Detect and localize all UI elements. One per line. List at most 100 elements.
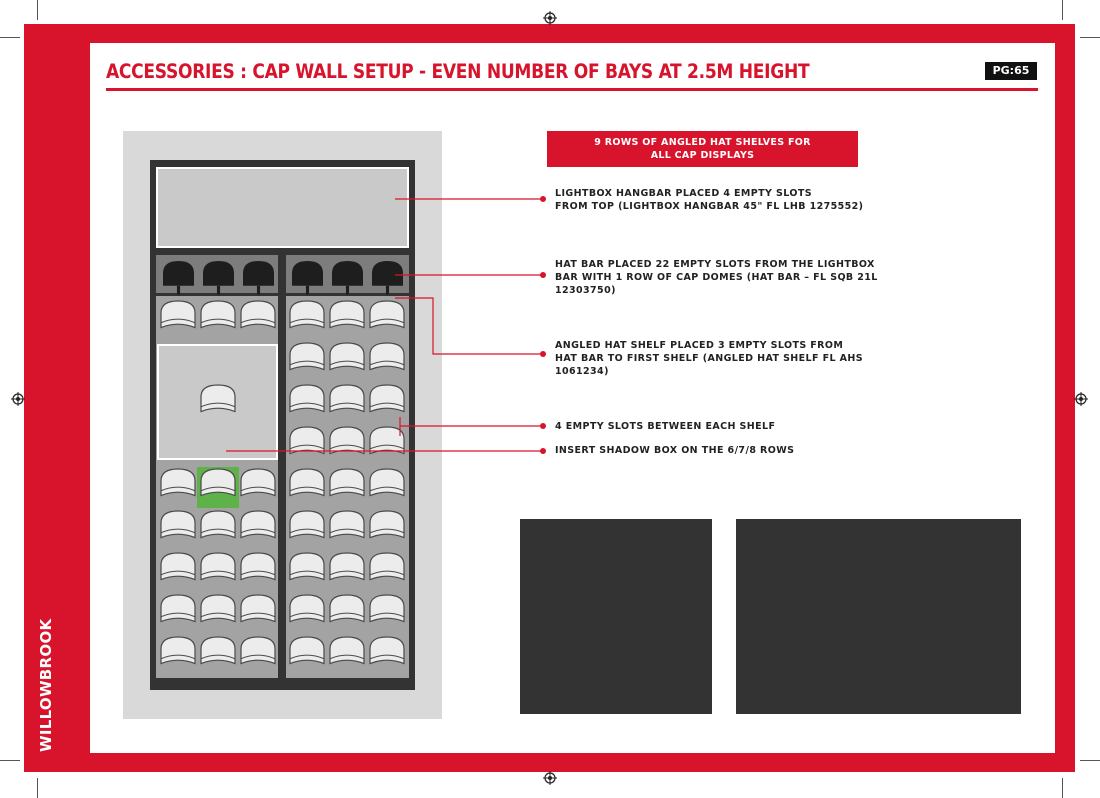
cap-icon: [329, 552, 365, 581]
cap-icon: [329, 300, 365, 329]
cap-icon: [369, 468, 405, 497]
shadow-box: [157, 344, 278, 460]
note-line: INSERT SHADOW BOX ON THE 6/7/8 ROWS: [555, 445, 795, 456]
cap-icon: [329, 510, 365, 539]
cap-icon: [200, 384, 236, 413]
cap-icon: [289, 552, 325, 581]
crop-mark: [1062, 0, 1063, 20]
cap-icon: [289, 636, 325, 665]
cap-icon: [369, 300, 405, 329]
cap-dome-icon: [372, 261, 403, 286]
cap-icon: [240, 468, 276, 497]
cap-icon: [200, 510, 236, 539]
registration-mark-icon: [1074, 392, 1088, 406]
banner-line: ALL CAP DISPLAYS: [650, 150, 755, 161]
cap-icon: [289, 468, 325, 497]
cap-icon: [240, 636, 276, 665]
cap-icon: [369, 342, 405, 371]
cap-icon: [240, 594, 276, 623]
crop-mark: [37, 0, 38, 20]
crop-mark: [1080, 760, 1100, 761]
annotation-lightbox: LIGHTBOX HANGBAR PLACED 4 EMPTY SLOTS FR…: [555, 187, 863, 213]
cap-icon: [240, 300, 276, 329]
cap-icon: [160, 510, 196, 539]
cap-icon: [289, 510, 325, 539]
annotation-shadow-box: INSERT SHADOW BOX ON THE 6/7/8 ROWS: [555, 444, 794, 457]
shelves-banner: 9 ROWS OF ANGLED HAT SHELVES FOR ALL CAP…: [547, 131, 858, 167]
cap-icon: [329, 594, 365, 623]
note-line: FROM TOP (LIGHTBOX HANGBAR 45" FL LHB 12…: [555, 201, 864, 212]
registration-mark-icon: [11, 392, 25, 406]
cap-icon: [160, 636, 196, 665]
two-bay-elevation: [520, 519, 712, 714]
crop-mark: [1080, 37, 1100, 38]
cap-icon: [160, 594, 196, 623]
cap-icon: [289, 300, 325, 329]
cap-dome-icon: [243, 261, 274, 286]
cap-dome-stem: [345, 285, 350, 295]
cap-icon: [369, 552, 405, 581]
bullet-dot-icon: [540, 351, 546, 357]
three-bay-elevation: [736, 519, 1021, 714]
title-underline: [106, 88, 1038, 91]
cap-icon: [329, 342, 365, 371]
banner-line: 9 ROWS OF ANGLED HAT SHELVES FOR: [594, 137, 811, 148]
annotation-slot-spacing: 4 EMPTY SLOTS BETWEEN EACH SHELF: [555, 420, 775, 433]
cap-icon: [369, 594, 405, 623]
crop-mark: [1062, 778, 1063, 798]
cap-dome-stem: [385, 285, 390, 295]
cap-icon: [200, 468, 236, 497]
cap-dome-stem: [305, 285, 310, 295]
cap-icon: [200, 300, 236, 329]
page-title: ACCESSORIES : CAP WALL SETUP - EVEN NUMB…: [106, 60, 810, 84]
cap-icon: [200, 594, 236, 623]
page-number-badge: PG:65: [985, 62, 1037, 80]
registration-mark-icon: [543, 771, 557, 785]
note-line: HAT BAR TO FIRST SHELF (ANGLED HAT SHELF…: [555, 353, 863, 364]
lightbox: [156, 167, 409, 248]
cap-dome-icon: [203, 261, 234, 286]
cap-icon: [329, 384, 365, 413]
note-line: LIGHTBOX HANGBAR PLACED 4 EMPTY SLOTS: [555, 188, 812, 199]
cap-icon: [289, 384, 325, 413]
cap-icon: [289, 342, 325, 371]
cap-icon: [200, 552, 236, 581]
cap-icon: [329, 468, 365, 497]
bullet-dot-icon: [540, 448, 546, 454]
bullet-dot-icon: [540, 196, 546, 202]
cap-icon: [240, 552, 276, 581]
cap-icon: [289, 426, 325, 455]
cap-icon: [160, 300, 196, 329]
registration-mark-icon: [543, 11, 557, 25]
leader-line: [395, 297, 543, 355]
cap-dome-icon: [292, 261, 323, 286]
crop-mark: [37, 778, 38, 798]
cap-icon: [329, 426, 365, 455]
cap-icon: [240, 510, 276, 539]
cap-dome-stem: [176, 285, 181, 295]
cap-dome-icon: [332, 261, 363, 286]
cap-icon: [369, 384, 405, 413]
cap-icon: [160, 468, 196, 497]
note-line: BAR WITH 1 ROW OF CAP DOMES (HAT BAR – F…: [555, 272, 878, 283]
note-line: ANGLED HAT SHELF PLACED 3 EMPTY SLOTS FR…: [555, 340, 844, 351]
cap-icon: [160, 552, 196, 581]
cap-icon: [329, 636, 365, 665]
annotation-angled-shelf: ANGLED HAT SHELF PLACED 3 EMPTY SLOTS FR…: [555, 339, 879, 378]
bullet-dot-icon: [540, 272, 546, 278]
note-line: 1061234): [555, 366, 609, 377]
cap-icon: [200, 636, 236, 665]
cap-dome-stem: [256, 285, 261, 295]
cap-icon: [369, 426, 405, 455]
note-line: HAT BAR PLACED 22 EMPTY SLOTS FROM THE L…: [555, 259, 875, 270]
cap-icon: [369, 636, 405, 665]
crop-mark: [0, 37, 20, 38]
note-line: 4 EMPTY SLOTS BETWEEN EACH SHELF: [555, 421, 776, 432]
bullet-dot-icon: [540, 423, 546, 429]
note-line: 12303750): [555, 285, 616, 296]
cap-dome-stem: [216, 285, 221, 295]
annotation-hat-bar: HAT BAR PLACED 22 EMPTY SLOTS FROM THE L…: [555, 258, 878, 297]
cap-dome-icon: [163, 261, 194, 286]
crop-mark: [0, 760, 20, 761]
cap-icon: [289, 594, 325, 623]
